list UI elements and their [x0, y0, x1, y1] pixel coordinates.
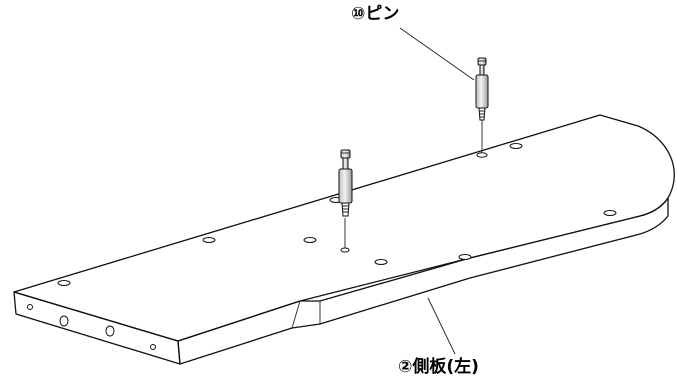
notch-edge	[291, 300, 301, 329]
pin-head	[340, 149, 351, 159]
panel-front-face	[177, 197, 669, 365]
panel-end-face	[13, 291, 181, 365]
panel-leader-line	[427, 297, 456, 355]
pin-front	[338, 149, 353, 248]
end-hole	[105, 325, 115, 337]
pin-callout-label: ⑩ピン	[351, 4, 400, 24]
top-hole	[57, 280, 71, 286]
pin-thread	[341, 202, 350, 217]
pin-rear	[475, 57, 489, 152]
pin-thread-lines	[342, 205, 349, 213]
pin-body	[475, 74, 489, 109]
pin-head	[477, 57, 487, 66]
pin-neck	[479, 64, 485, 76]
top-hole	[458, 254, 472, 260]
top-hole	[509, 143, 523, 149]
top-hole	[340, 247, 350, 253]
panel-top-face	[13, 114, 675, 342]
end-hole	[27, 304, 33, 310]
side-panel-board	[13, 114, 675, 365]
top-hole	[303, 237, 317, 243]
top-hole	[374, 259, 388, 265]
pin-neck	[342, 157, 349, 170]
pin-leader-line	[399, 27, 475, 81]
end-hole	[59, 315, 69, 327]
top-hole	[202, 237, 216, 243]
end-hole	[150, 344, 156, 350]
top-hole	[476, 152, 488, 158]
pin-body	[338, 168, 353, 204]
side-panel-callout-label: ②側板(左)	[398, 357, 479, 377]
pin-thread-lines	[479, 110, 485, 118]
top-hole	[603, 210, 617, 216]
